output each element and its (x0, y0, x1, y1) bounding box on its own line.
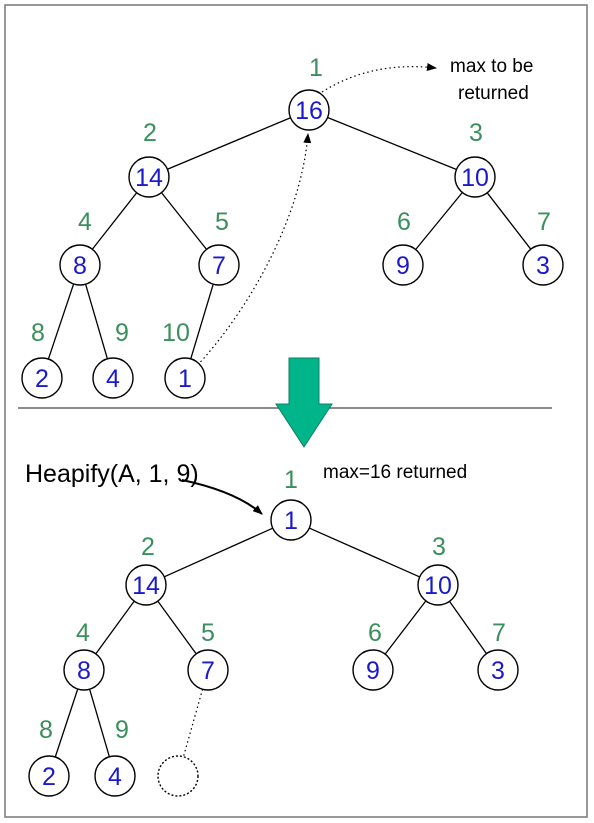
bottom-node-7-circle (477, 649, 519, 691)
top-node-10-index: 10 (162, 319, 190, 347)
top-node-3-value: 10 (461, 164, 489, 192)
max-note-line-1: max to be (450, 56, 533, 77)
top-node-7-value: 3 (536, 252, 550, 280)
top-node-7-index: 7 (537, 208, 551, 236)
bottom-node-7-index: 7 (492, 619, 506, 647)
top-node-4-index: 4 (78, 208, 92, 236)
outer-frame (4, 4, 588, 818)
top-node-10-value: 1 (178, 365, 192, 393)
top-edge-4-9 (84, 284, 109, 359)
bottom-node-9-circle (94, 755, 136, 797)
bottom-node-2-index: 2 (141, 533, 155, 561)
down-arrow-icon (275, 357, 333, 448)
top-edge-2-5 (160, 192, 208, 250)
bottom-edge-2-4 (95, 600, 135, 655)
top-node-1-index: 1 (309, 54, 323, 82)
bottom-node-3-circle (417, 564, 459, 606)
top-node-6-circle (382, 244, 424, 286)
bottom-edge-2-5 (157, 600, 197, 655)
top-node-9-index: 9 (115, 319, 129, 347)
bottom-tree-edges (54, 527, 487, 758)
bottom-edge-1-3 (309, 527, 420, 578)
bottom-node-6-value: 9 (366, 657, 380, 685)
bottom-node-2-value: 14 (132, 572, 160, 600)
top-node-5-circle (198, 244, 240, 286)
bottom-node-6-circle (352, 649, 394, 691)
top-node-1-value: 16 (295, 97, 323, 125)
top-node-4-circle (59, 244, 101, 286)
top-node-8-index: 8 (31, 319, 45, 347)
bottom-node-5-circle (187, 649, 229, 691)
bottom-edge-5-10 (182, 689, 204, 757)
top-edge-1-2 (167, 117, 291, 170)
max-return-arrow (321, 63, 437, 93)
bottom-node-10-circle (157, 755, 199, 797)
top-edge-4-8 (47, 283, 75, 360)
top-node-6-value: 9 (396, 252, 410, 280)
max-returned-note: max=16 returned (323, 462, 467, 483)
bottom-node-4-circle (63, 649, 105, 691)
top-node-8-circle (21, 357, 63, 399)
bottom-node-9-index: 9 (115, 716, 129, 744)
top-node-9-circle (92, 357, 134, 399)
bottom-node-1-index: 1 (284, 466, 298, 494)
bottom-edge-4-9 (88, 689, 111, 757)
top-node-1-circle (288, 89, 330, 131)
top-node-5-index: 5 (215, 208, 229, 236)
bottom-node-4-value: 8 (77, 657, 91, 685)
top-node-2-value: 14 (135, 164, 163, 192)
top-edge-5-10 (190, 283, 214, 360)
bottom-node-5-value: 7 (201, 657, 215, 685)
bottom-node-9-value: 4 (108, 763, 122, 791)
top-node-6-index: 6 (397, 208, 411, 236)
bottom-node-1-value: 1 (284, 507, 298, 535)
bottom-node-3-value: 10 (424, 572, 452, 600)
bottom-node-2-circle (125, 564, 167, 606)
heapify-pointer-arrow (181, 479, 263, 515)
bottom-node-3-index: 3 (432, 533, 446, 561)
bottom-node-8-index: 8 (39, 716, 53, 744)
max-note-line-2: returned (458, 83, 529, 104)
bottom-node-5-index: 5 (201, 619, 215, 647)
top-node-7-circle (522, 244, 564, 286)
top-edge-3-7 (486, 192, 532, 250)
top-edge-3-6 (415, 192, 463, 250)
top-tree-edges (47, 116, 532, 360)
bottom-edge-4-8 (54, 688, 79, 758)
top-node-3-circle (454, 156, 496, 198)
bottom-node-8-value: 2 (42, 763, 56, 791)
top-node-8-value: 2 (35, 365, 49, 393)
top-node-10-circle (164, 357, 206, 399)
bottom-node-1-circle (270, 499, 312, 541)
top-node-2-index: 2 (143, 119, 157, 147)
top-node-5-value: 7 (212, 252, 226, 280)
bottom-edge-1-2 (163, 527, 274, 578)
top-edge-1-3 (327, 116, 457, 171)
bottom-node-4-index: 4 (76, 619, 90, 647)
bottom-node-6-index: 6 (368, 619, 382, 647)
bottom-node-7-value: 3 (491, 657, 505, 685)
top-node-2-circle (128, 156, 170, 198)
top-node-4-value: 8 (73, 252, 87, 280)
bottom-edge-3-6 (384, 600, 427, 655)
top-node-3-index: 3 (469, 119, 483, 147)
bottom-tree-nodes: 1 1 14 2 10 3 8 4 7 5 9 6 3 7 2 8 4 9 (28, 466, 519, 797)
bottom-edge-3-7 (449, 600, 487, 655)
bottom-node-8-circle (28, 755, 70, 797)
heapify-call-label: Heapify(A, 1, 9) (25, 460, 199, 488)
top-node-9-value: 4 (106, 365, 120, 393)
top-edge-2-4 (91, 192, 138, 250)
top-tree-nodes: 16 1 14 2 10 3 8 4 7 5 9 6 3 7 2 8 4 9 1 10 (21, 54, 564, 399)
